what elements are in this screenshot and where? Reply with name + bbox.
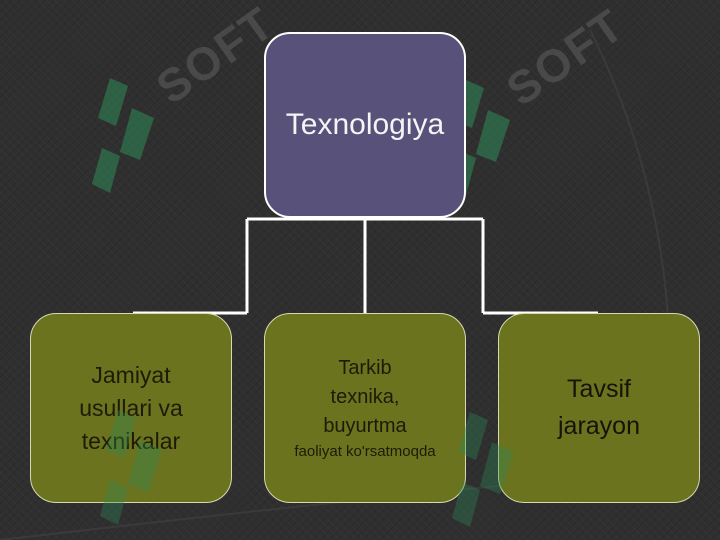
child-node-3-line: jarayon: [558, 412, 640, 440]
child-node-2-line: Tarkib: [338, 356, 392, 379]
child-node-1: Jamiyat usullari va texnikalar: [30, 313, 232, 503]
root-node-label: Texnologiya: [285, 108, 445, 141]
child-node-3-line: Tavsif: [567, 375, 631, 403]
child-node-2-line: texnika,: [330, 385, 400, 408]
child-node-3: Tavsif jarayon: [498, 313, 700, 503]
child-node-2: Tarkib texnika, buyurtma faoliyat ko'rsa…: [264, 313, 466, 503]
child-node-2-line: buyurtma: [323, 414, 407, 437]
child-node-1-line: Jamiyat: [91, 361, 171, 388]
child-node-1-line: texnikalar: [81, 427, 181, 454]
child-node-1-line: usullari va: [79, 394, 183, 421]
child-node-2-line: faoliyat ko'rsatmoqda: [294, 442, 436, 460]
root-node: Texnologiya: [264, 32, 466, 218]
